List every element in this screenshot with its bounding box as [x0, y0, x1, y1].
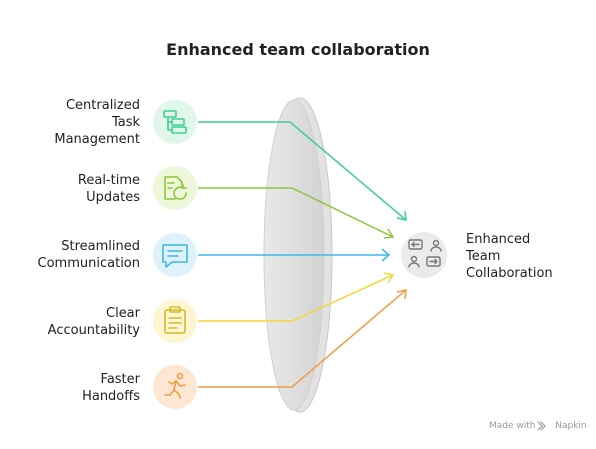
watermark-brand: Napkin — [555, 421, 587, 431]
input-label-centralized-task-management: Centralized Task Management — [54, 98, 140, 147]
watermark-prefix: Made with — [489, 421, 536, 431]
connector-4 — [198, 272, 395, 322]
input-label-real-time-updates: Real-time Updates — [77, 173, 140, 205]
input-label-clear-accountability: Clear Accountability — [47, 306, 140, 338]
task-list-icon — [153, 100, 197, 144]
watermark[interactable]: Made with Napkin — [489, 421, 587, 431]
running-person-icon — [153, 365, 197, 409]
input-label-streamlined-communication: Streamlined Communication — [37, 239, 140, 271]
diagram-title: Enhanced team collaboration — [166, 40, 430, 59]
connector-3 — [198, 248, 391, 262]
connector-2 — [198, 187, 395, 239]
team-exchange-icon — [401, 232, 447, 278]
clipboard-icon — [153, 299, 197, 343]
connector-5 — [198, 289, 407, 388]
napkin-logo-icon — [537, 421, 546, 431]
document-refresh-icon — [153, 166, 197, 210]
connector-1 — [198, 121, 407, 221]
input-label-faster-handoffs: Faster Handoffs — [82, 372, 140, 404]
chat-bubble-icon — [153, 233, 197, 277]
result-label: Enhanced Team Collaboration — [466, 232, 553, 281]
